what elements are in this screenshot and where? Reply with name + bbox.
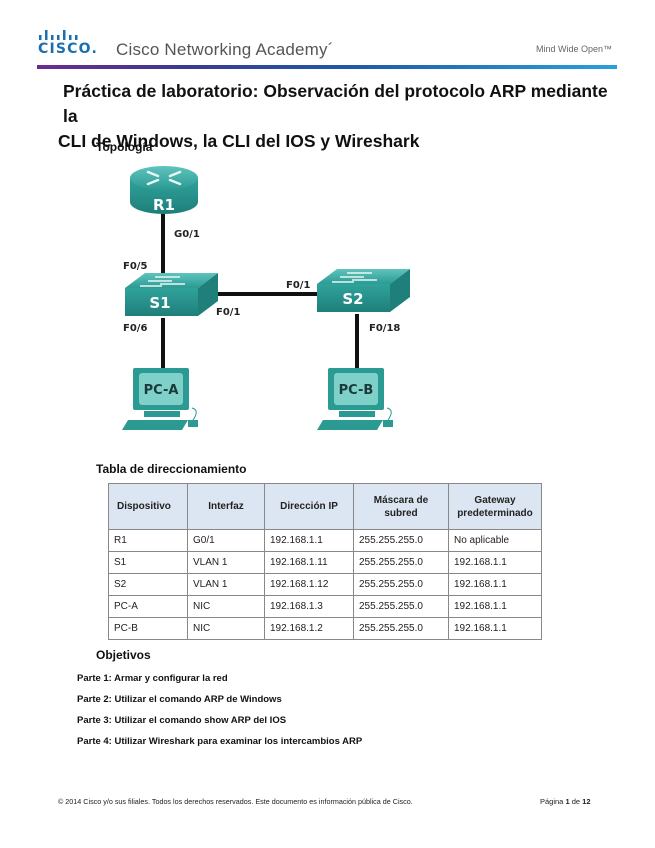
table-cell: 192.168.1.1 [448,573,542,596]
table-cell: 192.168.1.1 [448,617,542,640]
table-cell: 192.168.1.1 [264,529,354,552]
objectives-list: Parte 1: Armar y configurar la red Parte… [77,668,362,752]
table-cell: 255.255.255.0 [353,617,449,640]
cisco-logo-text: CISCO [38,41,92,57]
topology-diagram: R1 S1 S2 PC-A [122,166,410,430]
table-cell: PC-B [108,617,188,640]
table-cell: R1 [108,529,188,552]
academy-name: Cisco Networking Academy´ [116,40,334,59]
table-row: S2 VLAN 1 192.168.1.12 255.255.255.0 192… [108,573,542,596]
table-header-row: Dispositivo Interfaz Dirección IP Máscar… [108,483,542,530]
pc-a-icon: PC-A [122,368,198,430]
pc-b-icon: PC-B [317,368,393,430]
objective-item: Parte 2: Utilizar el comando ARP de Wind… [77,694,282,705]
pc-a-label: PC-A [144,383,179,398]
table-row: PC-B NIC 192.168.1.2 255.255.255.0 192.1… [108,617,542,640]
title-line-1: Práctica de laboratorio: Observación del… [63,81,608,126]
switch-s1-label: S1 [149,294,170,312]
table-cell: NIC [187,617,265,640]
table-cell: S2 [108,573,188,596]
table-cell: VLAN 1 [187,551,265,574]
addressing-table-heading: Tabla de direccionamiento [96,462,247,476]
switch-s1-icon: S1 [125,273,218,316]
column-header: Máscara de subred [353,483,449,530]
table-cell: 255.255.255.0 [353,551,449,574]
port-label-s2-f01: F0/1 [286,280,310,291]
table-row: S1 VLAN 1 192.168.1.11 255.255.255.0 192… [108,551,542,574]
port-label-r1-g01: G0/1 [174,229,200,240]
table-cell: VLAN 1 [187,573,265,596]
tagline: Mind Wide Open™ [536,44,613,54]
switch-s2-icon: S2 [317,269,410,312]
column-header: Gateway predeterminado [448,483,542,530]
page-prefix: Página [540,797,564,806]
table-cell: PC-A [108,595,188,618]
table-cell: 192.168.1.12 [264,573,354,596]
table-cell: 255.255.255.0 [353,529,449,552]
table-row: PC-A NIC 192.168.1.3 255.255.255.0 192.1… [108,595,542,618]
title-line-2: CLI de Windows, la CLI del IOS y Wiresha… [58,131,420,151]
port-label-s1-f01: F0/1 [216,307,240,318]
objective-item: Parte 4: Utilizar Wireshark para examina… [77,736,363,747]
page-sep: de [571,797,581,806]
pc-b-label: PC-B [339,383,374,398]
table-cell: 192.168.1.11 [264,551,354,574]
cisco-logo: CISCO. [38,41,98,57]
table-cell: 255.255.255.0 [353,595,449,618]
table-cell: 192.168.1.1 [448,551,542,574]
table-cell: S1 [108,551,188,574]
objective-item: Parte 3: Utilizar el comando show ARP de… [77,715,287,726]
column-header: Dirección IP [264,483,354,530]
table-cell: NIC [187,595,265,618]
table-cell: No aplicable [448,529,542,552]
table-cell: G0/1 [187,529,265,552]
table-cell: 192.168.1.3 [264,595,354,618]
port-label-s1-f05: F0/5 [123,261,147,272]
port-label-s1-f06: F0/6 [123,323,147,334]
topology-heading: Topología [96,140,153,154]
router-label: R1 [153,196,175,214]
column-header: Interfaz [187,483,265,530]
header-divider [37,65,617,69]
page-number: Página 1 de 12 [540,797,591,806]
table-cell: 192.168.1.1 [448,595,542,618]
cisco-logo-bars-icon [39,30,78,40]
objectives-heading: Objetivos [96,648,151,662]
objective-item: Parte 1: Armar y configurar la red [77,673,228,684]
footer-copyright: © 2014 Cisco y/o sus filiales. Todos los… [58,797,413,806]
table-cell: 255.255.255.0 [353,573,449,596]
port-label-s2-f018: F0/18 [369,323,400,334]
table-cell: 192.168.1.2 [264,617,354,640]
page-title: Práctica de laboratorio: Observación del… [58,79,618,154]
addressing-table: Dispositivo Interfaz Dirección IP Máscar… [108,483,542,640]
page-current: 1 [565,797,570,806]
switch-s2-label: S2 [342,290,363,308]
column-header: Dispositivo [108,483,188,530]
router-r1-icon: R1 [130,166,198,214]
page-total: 12 [582,797,591,806]
table-row: R1 G0/1 192.168.1.1 255.255.255.0 No apl… [108,529,542,552]
